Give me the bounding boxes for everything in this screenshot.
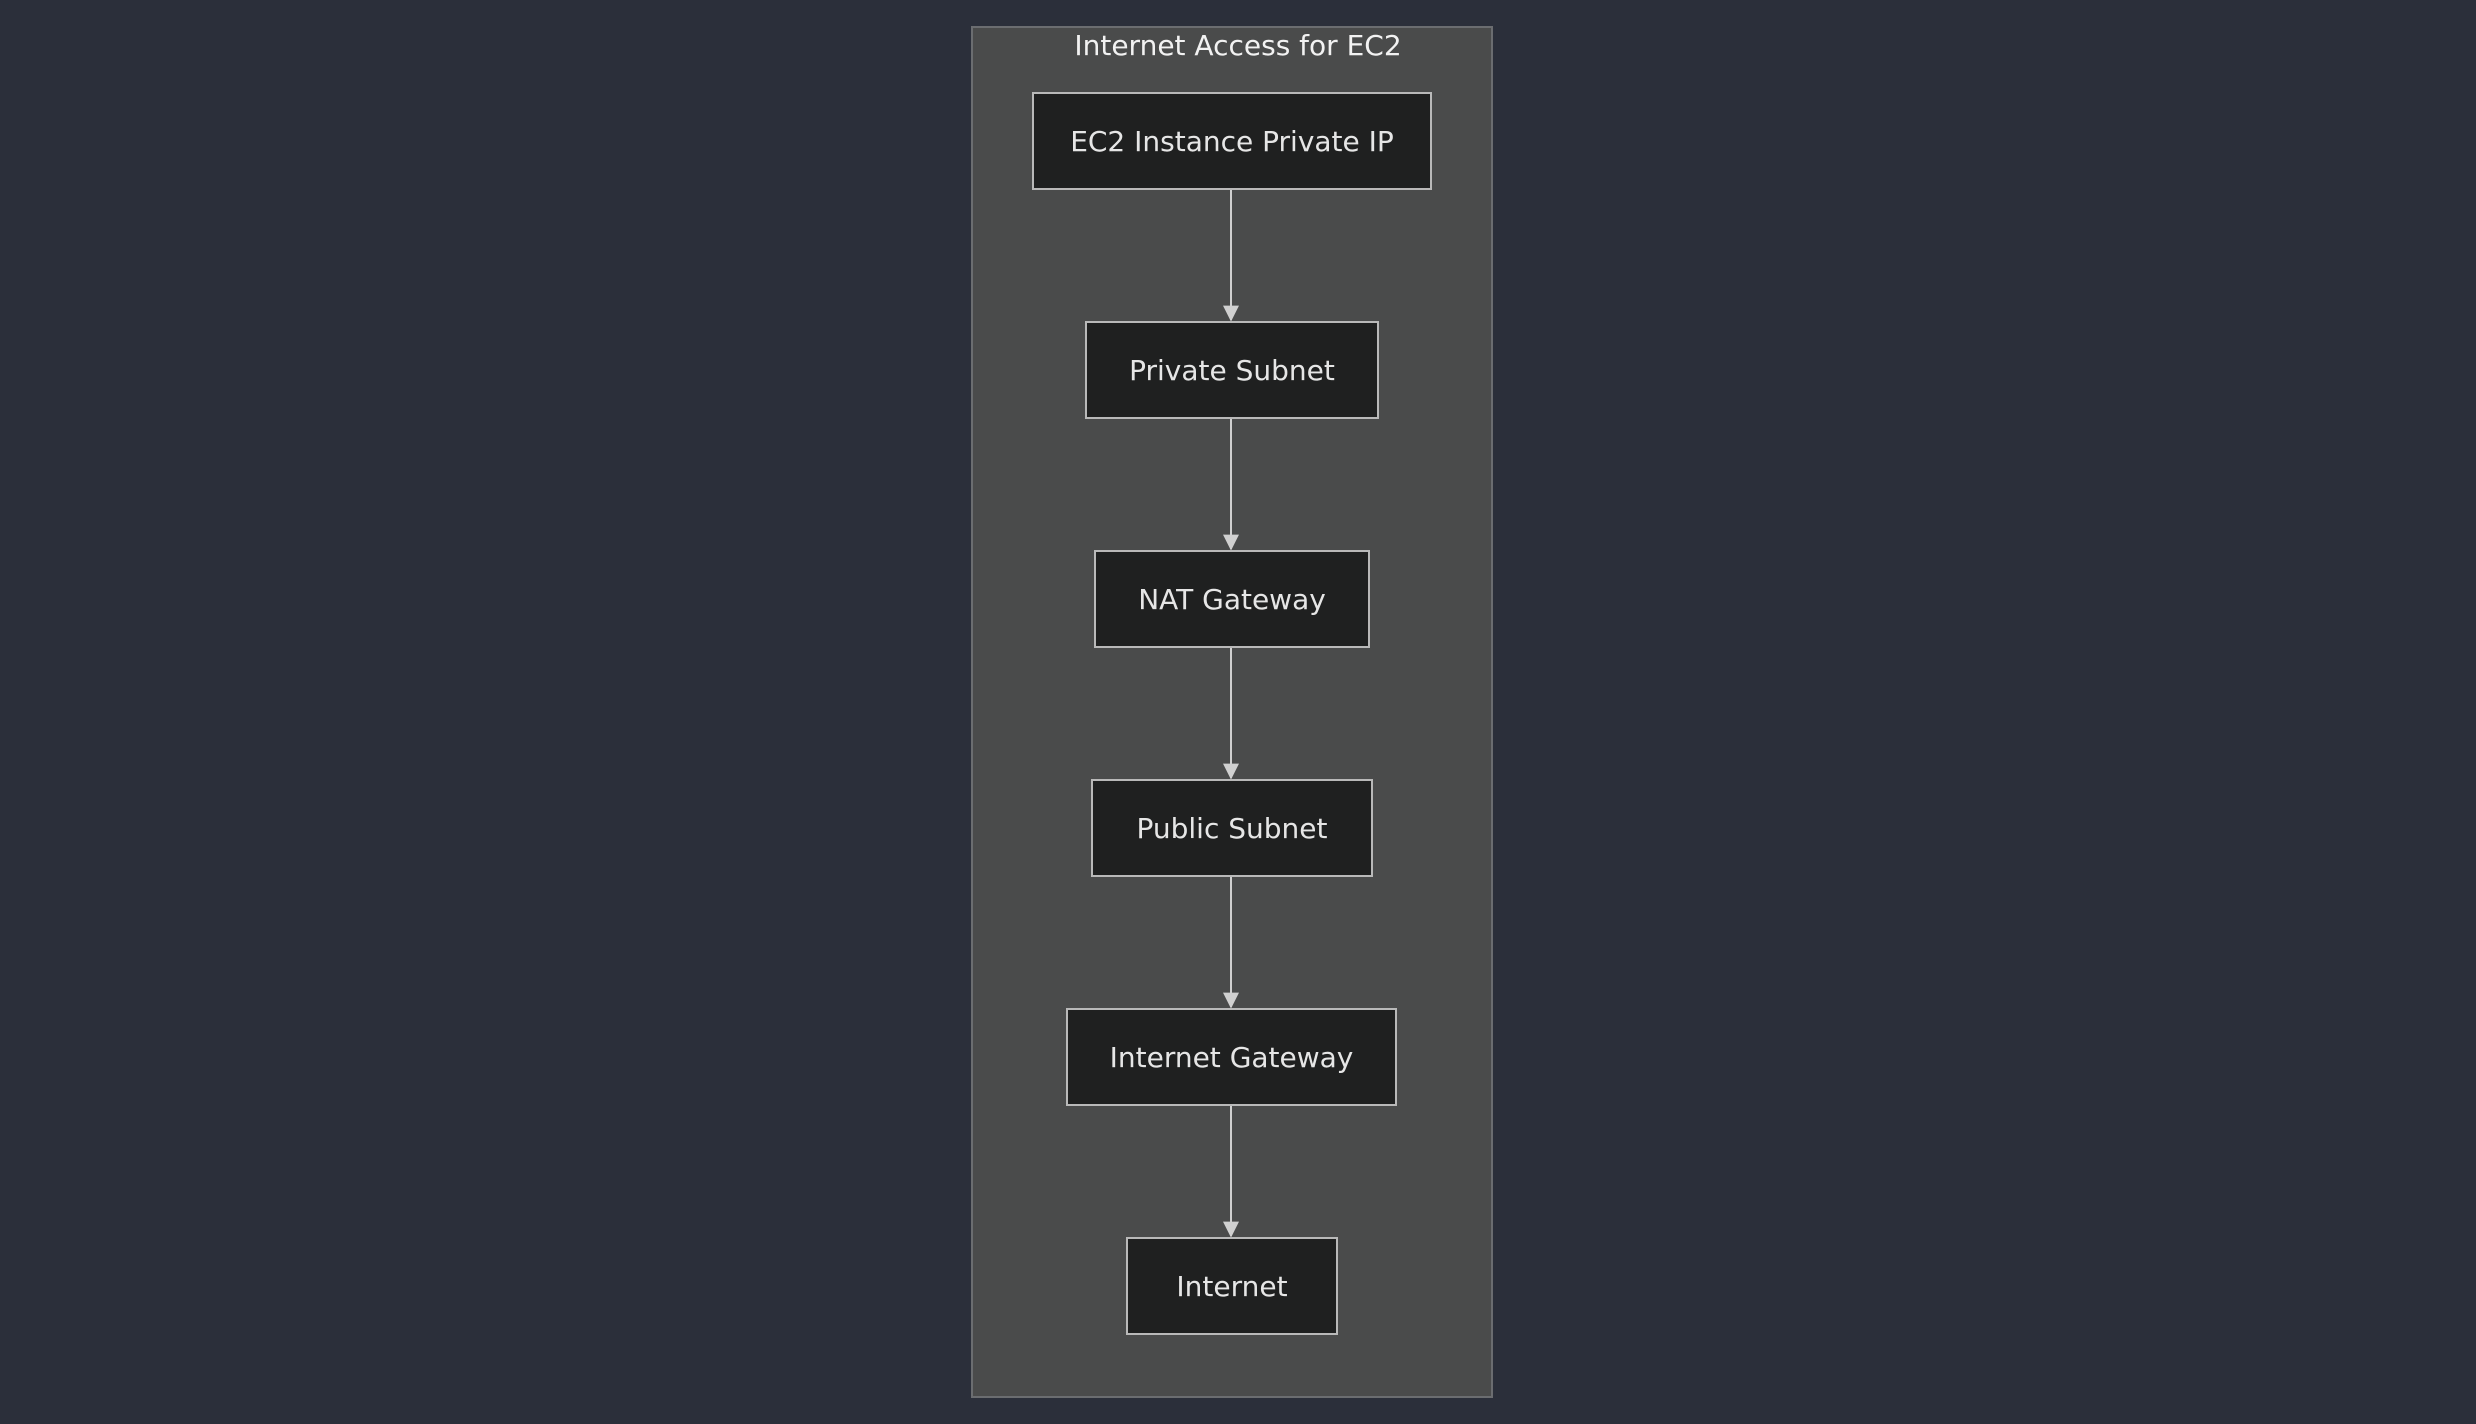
node-public-subnet[interactable]: Public Subnet — [1091, 779, 1373, 877]
node-internet-gateway[interactable]: Internet Gateway — [1066, 1008, 1397, 1106]
node-private-subnet[interactable]: Private Subnet — [1085, 321, 1379, 419]
node-internet[interactable]: Internet — [1126, 1237, 1338, 1335]
node-nat-gateway[interactable]: NAT Gateway — [1094, 550, 1370, 648]
node-ec2-instance-private-ip[interactable]: EC2 Instance Private IP — [1032, 92, 1432, 190]
